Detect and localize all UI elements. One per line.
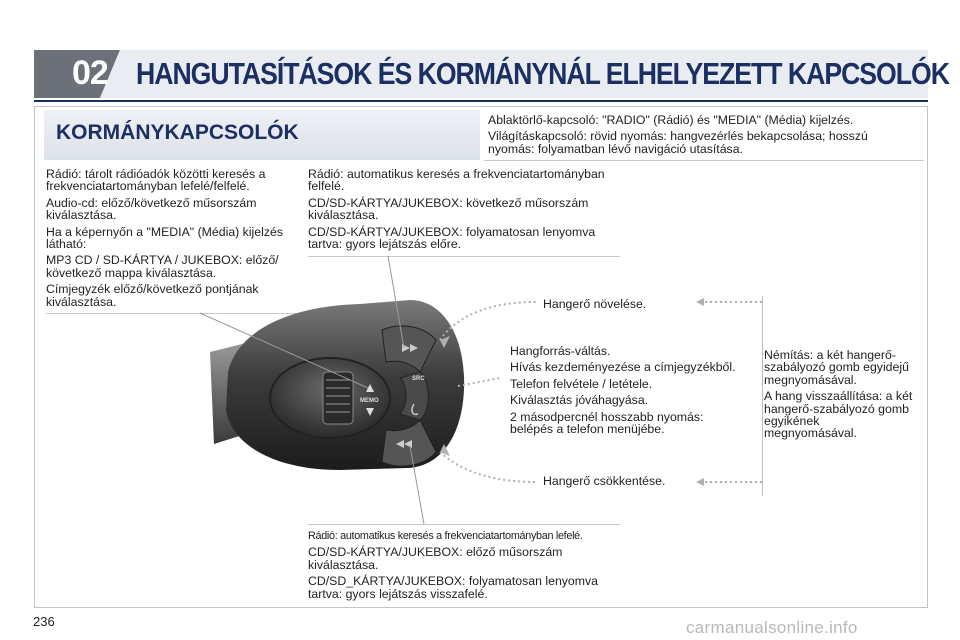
center-mid-text-2: Hívás kezdeményezése a címjegyzékből. [510,360,736,375]
right-text: Némítás: a két hangerő-szabályozó gomb e… [764,349,914,444]
center-mid-text-4: Kiválasztás jóváhagyása. [510,393,649,408]
bottom-text-3: CD/SD_KÁRTYA/JUKEBOX: folyamatosan lenyo… [308,574,598,601]
center-top-text: Rádió: automatikus keresés a frekvenciat… [308,168,626,254]
memo-label: MEMO [360,398,379,404]
src-label: SRC [412,376,425,382]
center-mid-text-1: Hangforrás-váltás. [510,344,611,358]
section-title-box [44,110,480,160]
section-title: KORMÁNYKAPCSOLÓK [56,121,299,144]
chapter-title: HANGUTASÍTÁSOK ÉS KORMÁNYNÁL ELHELYEZETT… [136,56,950,91]
light-switch-text: Világításkapcsoló: rövid nyomás: hangvez… [488,129,868,156]
left-text-3: Ha a képernyőn a "MEDIA" (Média) kijelzé… [46,224,283,252]
wiper-switch-text: Ablaktörlő-kapcsoló: "RADIO" (Rádió) és … [488,113,854,127]
divider [484,160,924,161]
right-vertical-line [762,296,763,496]
page-number: 236 [33,614,55,629]
left-text: Rádió: tárolt rádióadók közötti keresés … [46,168,296,312]
top-right-text: Ablaktörlő-kapcsoló: "RADIO" (Rádió) és … [488,114,908,159]
left-text-5: Címjegyzék előző/következő pontjának kiv… [46,282,259,309]
content-frame [34,106,928,608]
center-mid-text-5: 2 másodpercnél hosszabb nyomás: belépés … [510,409,704,437]
unmute-text: A hang visszaállítása: a két hangerő-sza… [764,389,913,441]
center-top-text-3: CD/SD-KÁRTYA/JUKEBOX: folyamatosan lenyo… [308,224,596,252]
divider [308,256,620,257]
volume-down-text: Hangerő csökkentése. [543,474,666,488]
bottom-text-1: Rádió: automatikus keresés a frekvenciat… [308,530,583,542]
mute-text: Némítás: a két hangerő-szabályozó gomb e… [764,348,909,387]
left-text-4: MP3 CD / SD-KÁRTYA / JUKEBOX: előző/ köv… [46,253,279,280]
left-text-2: Audio-cd: előző/következő műsorszám kivá… [46,195,257,223]
bottom-text: Rádió: automatikus keresés a frekvenciat… [308,530,628,604]
left-text-1: Rádió: tárolt rádióadók közötti keresés … [46,167,266,194]
center-mid-text-3: Telefon felvétele / letétele. [510,376,653,391]
center-mid-text: Hangforrás-váltás. Hívás kezdeményezése … [510,345,746,439]
divider [46,313,298,314]
center-top-text-1: Rádió: automatikus keresés a frekvenciat… [308,167,605,194]
center-top-text-2: CD/SD-KÁRTYA/JUKEBOX: következő műsorszá… [308,195,589,223]
divider [308,524,620,525]
volume-up-text: Hangerő növelése. [543,297,647,311]
watermark: carmanualsonline.info [686,618,858,637]
chapter-number: 02 [72,54,109,92]
bottom-text-2: CD/SD-KÁRTYA/JUKEBOX: előző műsorszám ki… [308,545,563,572]
